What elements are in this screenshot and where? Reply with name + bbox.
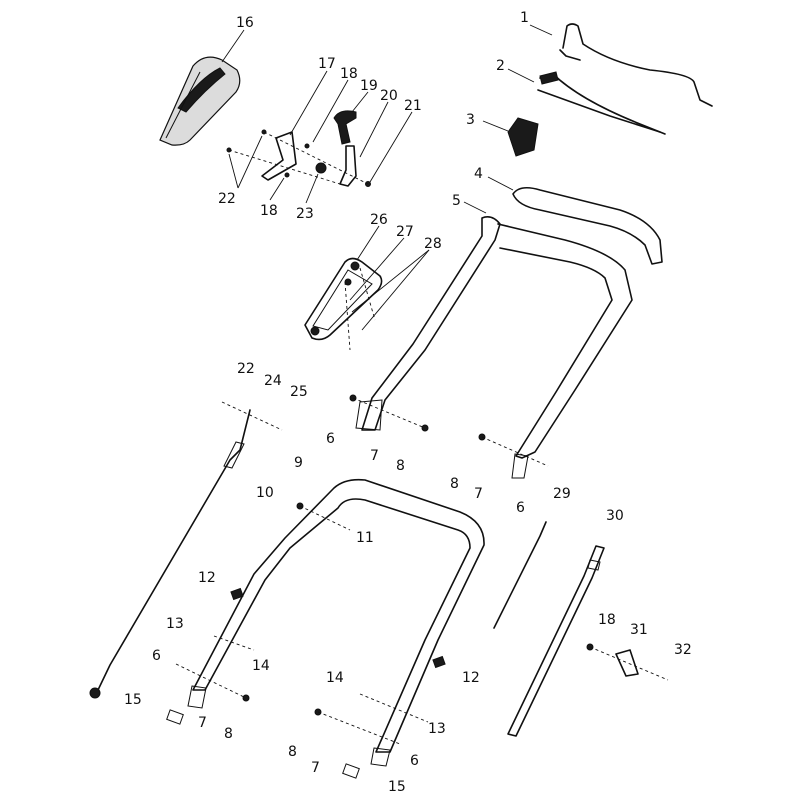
callout-23: 23 [296, 206, 314, 222]
part-3-clip [507, 117, 539, 157]
callout-3: 3 [466, 112, 475, 128]
hardware-fasteners [166, 394, 549, 779]
callout-4: 4 [474, 166, 483, 182]
part-16-handle-cover [159, 56, 241, 146]
callout-8: 8 [450, 476, 459, 492]
callout-leaders [221, 24, 553, 331]
part-24-throttle-cable [89, 409, 251, 699]
callout-28: 28 [424, 236, 442, 252]
callout-13: 13 [428, 721, 446, 737]
part-26-control-panel [304, 257, 383, 351]
part-9-lower-handle [187, 478, 485, 767]
callout-15: 15 [124, 692, 142, 708]
callout-7: 7 [474, 486, 483, 502]
callout-18: 18 [598, 612, 616, 628]
callout-labels: 1 2 3 4 5 6 6 6 6 7 7 7 7 8 8 8 8 9 10 1… [124, 10, 692, 795]
callout-30: 30 [606, 508, 624, 524]
callout-9: 9 [294, 455, 303, 471]
callout-17: 17 [318, 56, 336, 72]
callout-18: 18 [340, 66, 358, 82]
callout-21: 21 [404, 98, 422, 114]
part-1-operator-bail [559, 23, 713, 107]
callout-10: 10 [256, 485, 274, 501]
callout-1: 1 [520, 10, 529, 26]
callout-2: 2 [496, 58, 505, 74]
callout-11: 11 [356, 530, 374, 546]
callout-13: 13 [166, 616, 184, 632]
callout-25: 25 [290, 384, 308, 400]
part-2-cable-guide [537, 71, 666, 135]
callout-12: 12 [462, 670, 480, 686]
part-30-spring-conduit [507, 545, 605, 737]
control-lever-assembly [226, 110, 371, 187]
callout-27: 27 [396, 224, 414, 240]
callout-8: 8 [288, 744, 297, 760]
part-5-upper-frame [355, 216, 633, 479]
callout-19: 19 [360, 78, 378, 94]
callout-7: 7 [370, 448, 379, 464]
callout-14: 14 [252, 658, 270, 674]
part-29-cable [493, 521, 547, 629]
callout-18: 18 [260, 203, 278, 219]
callout-22: 22 [218, 191, 236, 207]
callout-29: 29 [553, 486, 571, 502]
callout-8: 8 [396, 458, 405, 474]
callout-12: 12 [198, 570, 216, 586]
callout-16: 16 [236, 15, 254, 31]
part-4-upper-handle [512, 186, 663, 265]
callout-6: 6 [326, 431, 335, 447]
part-31-bracket [586, 643, 669, 681]
callout-7: 7 [311, 760, 320, 776]
callout-6: 6 [152, 648, 161, 664]
callout-26: 26 [370, 212, 388, 228]
callout-6: 6 [410, 753, 419, 769]
callout-20: 20 [380, 88, 398, 104]
callout-31: 31 [630, 622, 648, 638]
callout-7: 7 [198, 715, 207, 731]
callout-14: 14 [326, 670, 344, 686]
callout-8: 8 [224, 726, 233, 742]
callout-32: 32 [674, 642, 692, 658]
callout-15: 15 [388, 779, 406, 795]
callout-22: 22 [237, 361, 255, 377]
callout-5: 5 [452, 193, 461, 209]
callout-24: 24 [264, 373, 282, 389]
callout-6: 6 [516, 500, 525, 516]
